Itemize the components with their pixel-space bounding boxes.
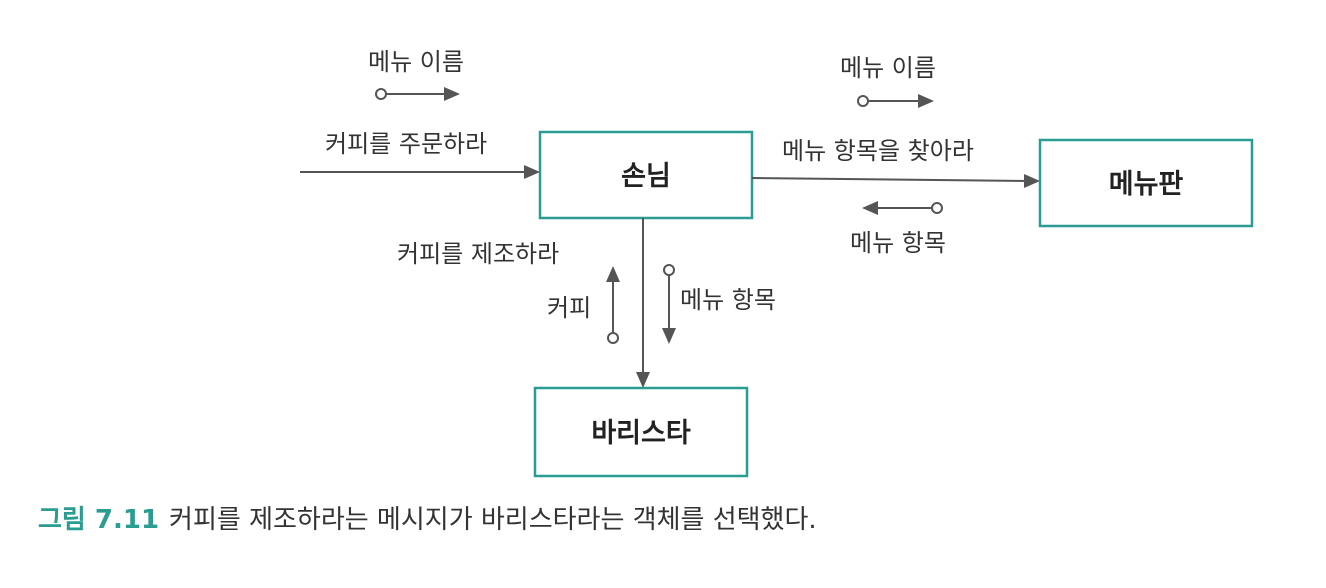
find-menu-item-return-circle: [931, 202, 943, 214]
order-coffee-label: 커피를 주문하라: [325, 130, 487, 158]
caption-text: 커피를 제조하라는 메시지가 바리스타라는 객체를 선택했다.: [169, 505, 817, 535]
order-coffee-message: 커피를 주문하라: [300, 130, 540, 179]
make-coffee-message: 커피를 제조하라: [397, 218, 650, 388]
find-menu-item-return-label: 메뉴 항목: [850, 229, 946, 257]
customer-label: 손님: [621, 161, 671, 192]
find-menu-item-return-flow: 메뉴 항목: [850, 201, 946, 257]
make-coffee-return-arrowhead: [606, 266, 620, 282]
barista-object: 바리스타: [533, 386, 749, 478]
find-menu-name-arrowhead: [918, 94, 934, 108]
make-coffee-return-circle: [607, 332, 619, 344]
make-menu-item-circle: [663, 264, 675, 276]
order-menu-name-flow: 메뉴 이름: [368, 48, 464, 101]
find-menu-name-label: 메뉴 이름: [840, 54, 936, 82]
order-menu-name-label: 메뉴 이름: [368, 48, 464, 76]
make-coffee-arrowhead: [636, 372, 650, 388]
make-coffee-return-flow: 커피: [547, 266, 620, 344]
find-menu-item-message: 메뉴 항목을 찾아라: [751, 137, 1040, 188]
figure-caption: 그림 7.11 커피를 제조하라는 메시지가 바리스타라는 객체를 선택했다.: [38, 505, 817, 535]
find-menu-item-arrowhead: [1024, 174, 1040, 188]
find-menu-item-return-arrowhead: [862, 201, 878, 215]
find-menu-item-label: 메뉴 항목을 찾아라: [782, 137, 974, 165]
make-coffee-label: 커피를 제조하라: [397, 240, 559, 268]
order-menu-name-circle: [375, 88, 387, 100]
menu-object: 메뉴판: [1038, 138, 1254, 228]
find-menu-name-circle: [857, 95, 869, 107]
make-coffee-return-label: 커피: [547, 294, 591, 322]
make-menu-item-label: 메뉴 항목: [680, 286, 776, 314]
caption-number: 그림 7.11: [38, 505, 159, 535]
order-menu-name-arrowhead: [444, 87, 460, 101]
order-coffee-arrowhead: [524, 165, 540, 179]
find-menu-name-flow: 메뉴 이름: [840, 54, 936, 108]
make-menu-item-flow: 메뉴 항목: [662, 264, 776, 344]
barista-label: 바리스타: [591, 418, 691, 449]
menu-label: 메뉴판: [1109, 169, 1184, 200]
customer-object: 손님: [538, 130, 754, 220]
make-menu-item-arrowhead: [662, 328, 676, 344]
